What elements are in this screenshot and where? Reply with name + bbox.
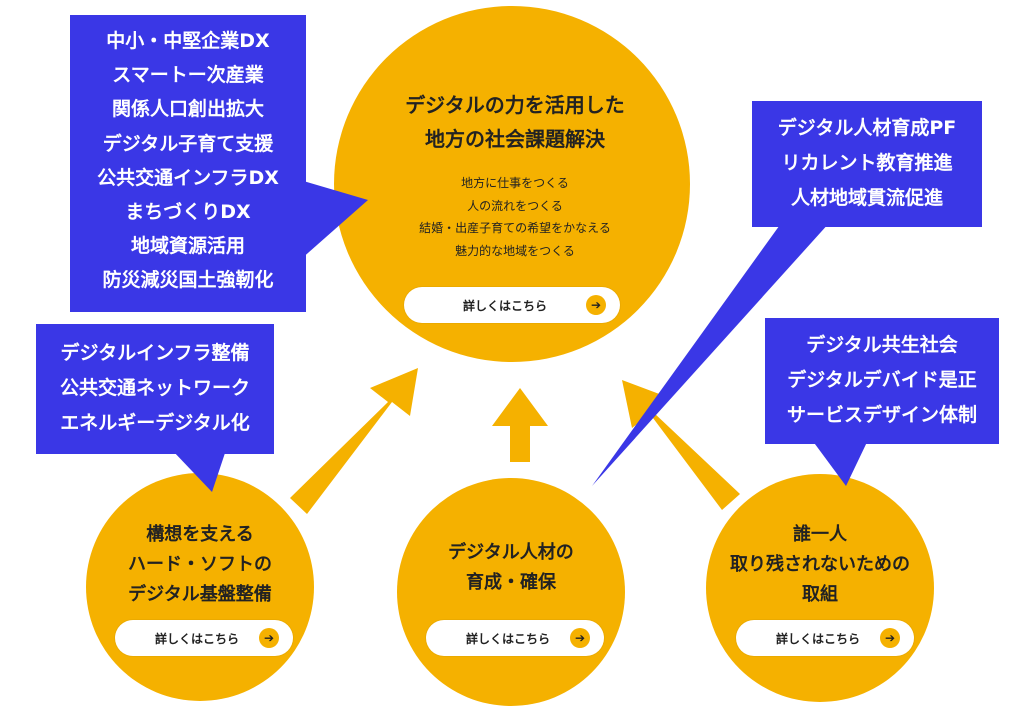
callout-item: 地域資源活用 (130, 235, 245, 258)
button-label: 詳しくはこちら (465, 631, 550, 646)
center-sub-line: 魅力的な地域をつくる (455, 243, 575, 258)
callout-box-top-left: 中小・中堅企業DX スマートー次産業 関係人口創出拡大 デジタル子育て支援 公共… (70, 15, 306, 312)
right-title-line: 誰一人 (793, 524, 847, 545)
right-circle-title: 誰一人 取り残されないための 取組 (710, 520, 930, 610)
callout-item: デジタル子育て支援 (102, 132, 274, 155)
left-circle-title: 構想を支える ハード・ソフトの デジタル基盤整備 (90, 520, 310, 610)
callout-tail-top-right (592, 222, 830, 486)
mid-title-line: デジタル人材の (448, 542, 574, 563)
left-title-line: ハード・ソフトの (128, 554, 272, 575)
center-title-line: デジタルの力を活用した (405, 93, 625, 117)
button-label: 詳しくはこちら (775, 631, 860, 646)
right-title-line: 取組 (802, 584, 838, 605)
callout-tail-right (812, 440, 868, 486)
center-circle (334, 6, 690, 362)
arrow-left-to-center (290, 368, 418, 514)
mid-circle-title: デジタル人材の 育成・確保 (401, 538, 621, 598)
mid-title-line: 育成・確保 (466, 572, 556, 593)
left-title-line: 構想を支える (146, 524, 254, 545)
button-label: 詳しくはこちら (462, 298, 547, 313)
callout-item: デジタル人材育成PF (777, 117, 957, 139)
callout-item: エネルギーデジタル化 (60, 412, 250, 434)
right-details-button[interactable]: 詳しくはこちら ➔ (736, 620, 914, 656)
callout-list: デジタル共生社会 デジタルデバイド是正 サービスデザイン体制 (765, 318, 999, 433)
callout-box-top-right: デジタル人材育成PF リカレント教育推進 人材地域貫流促進 (752, 101, 982, 227)
arrow-mid-to-center (492, 388, 548, 462)
callout-item: スマートー次産業 (112, 64, 264, 87)
callout-list: 中小・中堅企業DX スマートー次産業 関係人口創出拡大 デジタル子育て支援 公共… (70, 15, 306, 298)
callout-item: 人材地域貫流促進 (790, 187, 943, 209)
left-title-line: デジタル基盤整備 (128, 584, 272, 605)
arrow-right-icon: ➔ (586, 295, 606, 315)
callout-tail-mid-left (172, 450, 226, 492)
center-title: デジタルの力を活用した 地方の社会課題解決 (360, 88, 670, 156)
right-title-line: 取り残されないための (730, 554, 910, 575)
callout-item: デジタル共生社会 (806, 334, 958, 356)
arrow-right-icon: ➔ (259, 628, 279, 648)
callout-item: デジタルインフラ整備 (60, 342, 250, 364)
center-sub-line: 人の流れをつくる (467, 198, 563, 213)
button-label: 詳しくはこちら (154, 631, 239, 646)
callout-item: 中小・中堅企業DX (106, 30, 270, 52)
callout-item: 公共交通ネットワーク (59, 377, 250, 399)
center-subtitle: 地方に仕事をつくる 人の流れをつくる 結婚・出産子育ての希望をかなえる 魅力的な… (370, 172, 660, 262)
mid-details-button[interactable]: 詳しくはこちら ➔ (426, 620, 604, 656)
callout-item: まちづくりDX (125, 201, 251, 224)
callout-item: リカレント教育推進 (781, 152, 953, 174)
left-details-button[interactable]: 詳しくはこちら ➔ (115, 620, 293, 656)
arrow-right-to-center (622, 380, 740, 510)
callout-item: 公共交通インフラDX (97, 166, 279, 189)
callout-list: デジタル人材育成PF リカレント教育推進 人材地域貫流促進 (752, 101, 982, 216)
arrow-right-icon: ➔ (570, 628, 590, 648)
callout-item: 防災減災国土強靭化 (102, 269, 274, 292)
callout-item: デジタルデバイド是正 (787, 369, 977, 391)
callout-item: サービスデザイン体制 (786, 404, 977, 426)
callout-list: デジタルインフラ整備 公共交通ネットワーク エネルギーデジタル化 (36, 324, 274, 441)
arrow-right-icon: ➔ (880, 628, 900, 648)
center-title-line: 地方の社会課題解決 (425, 127, 605, 151)
center-sub-line: 結婚・出産子育ての希望をかなえる (419, 221, 611, 235)
callout-item: 関係人口創出拡大 (111, 98, 264, 121)
callout-tail-top-left (300, 180, 368, 260)
center-sub-line: 地方に仕事をつくる (461, 176, 569, 190)
center-details-button[interactable]: 詳しくはこちら ➔ (404, 287, 620, 323)
callout-box-mid-left: デジタルインフラ整備 公共交通ネットワーク エネルギーデジタル化 (36, 324, 274, 454)
callout-box-right: デジタル共生社会 デジタルデバイド是正 サービスデザイン体制 (765, 318, 999, 444)
